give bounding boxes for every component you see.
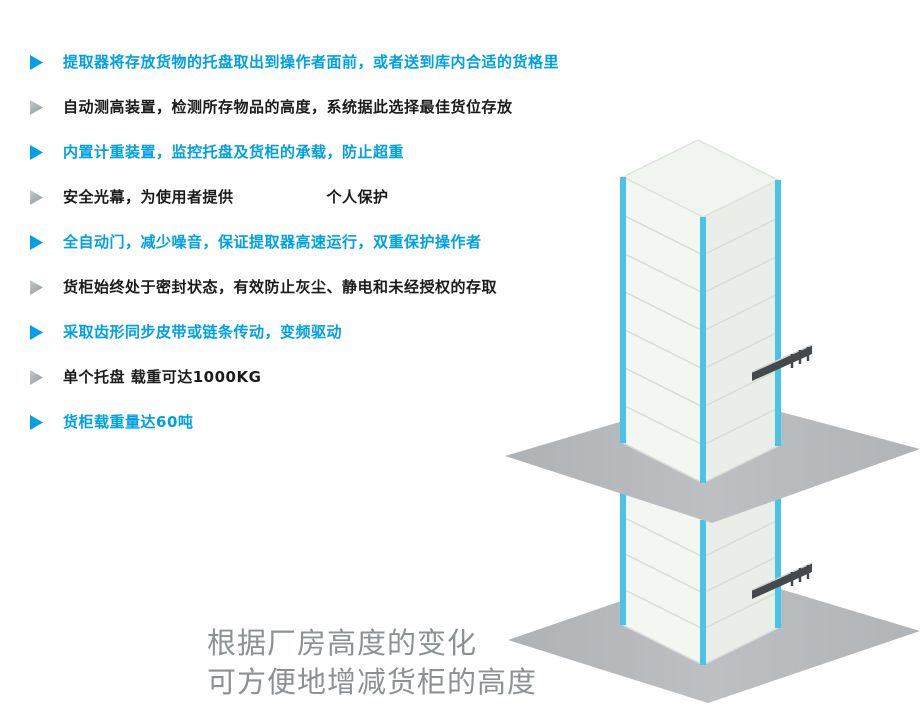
feature-text: 单个托盘 载重可达1000KG xyxy=(63,368,262,386)
feature-text: 货柜载重量达60吨 xyxy=(63,413,194,431)
blue-arrow-icon xyxy=(30,415,43,430)
feature-item: 自动测高装置，检测所存物品的高度，系统据此选择最佳货位存放 xyxy=(30,99,670,115)
feature-text: 全自动门，减少噪音，保证提取器高速运行，双重保护操作者 xyxy=(63,233,482,251)
caption: 根据厂房高度的变化 可方便地增减货柜的高度 xyxy=(207,624,537,702)
feature-item: 采取齿形同步皮带或链条传动，变频驱动 xyxy=(30,324,670,340)
feature-text: 货柜始终处于密封状态，有效防止灰尘、静电和未经授权的存取 xyxy=(63,278,498,296)
blue-arrow-icon xyxy=(30,55,43,70)
feature-item: 货柜载重量达60吨 xyxy=(30,414,670,430)
caption-line2: 可方便地增减货柜的高度 xyxy=(207,665,538,699)
tray xyxy=(751,562,813,599)
feature-item: 单个托盘 载重可达1000KG xyxy=(30,369,670,385)
feature-text: 采取齿形同步皮带或链条传动，变频驱动 xyxy=(63,323,343,341)
gray-arrow-icon xyxy=(30,370,43,385)
upper-platform-and-tower xyxy=(505,139,920,523)
gray-arrow-icon xyxy=(30,190,43,205)
gray-arrow-icon xyxy=(30,280,43,295)
feature-item: 安全光幕，为使用者提供 个人保护 xyxy=(30,189,670,205)
blue-arrow-icon xyxy=(30,325,43,340)
tower-illustration xyxy=(505,139,920,703)
feature-text: 自动测高装置，检测所存物品的高度，系统据此选择最佳货位存放 xyxy=(63,98,513,116)
feature-text: 内置计重装置，监控托盘及货柜的承载，防止超重 xyxy=(63,143,405,161)
gray-arrow-icon xyxy=(30,100,43,115)
tray xyxy=(751,344,813,381)
blue-arrow-icon xyxy=(30,235,43,250)
feature-text: 提取器将存放货物的托盘取出到操作者面前，或者送到库内合适的货格里 xyxy=(63,53,560,71)
feature-item: 提取器将存放货物的托盘取出到操作者面前，或者送到库内合适的货格里 xyxy=(30,54,670,70)
blue-arrow-icon xyxy=(30,145,43,160)
feature-list: 提取器将存放货物的托盘取出到操作者面前，或者送到库内合适的货格里 自动测高装置，… xyxy=(30,54,670,459)
feature-item: 货柜始终处于密封状态，有效防止灰尘、静电和未经授权的存取 xyxy=(30,279,670,295)
feature-item: 全自动门，减少噪音，保证提取器高速运行，双重保护操作者 xyxy=(30,234,670,250)
feature-text: 安全光幕，为使用者提供 个人保护 xyxy=(63,188,389,206)
feature-item: 内置计重装置，监控托盘及货柜的承载，防止超重 xyxy=(30,144,670,160)
caption-line1: 根据厂房高度的变化 xyxy=(207,626,478,660)
